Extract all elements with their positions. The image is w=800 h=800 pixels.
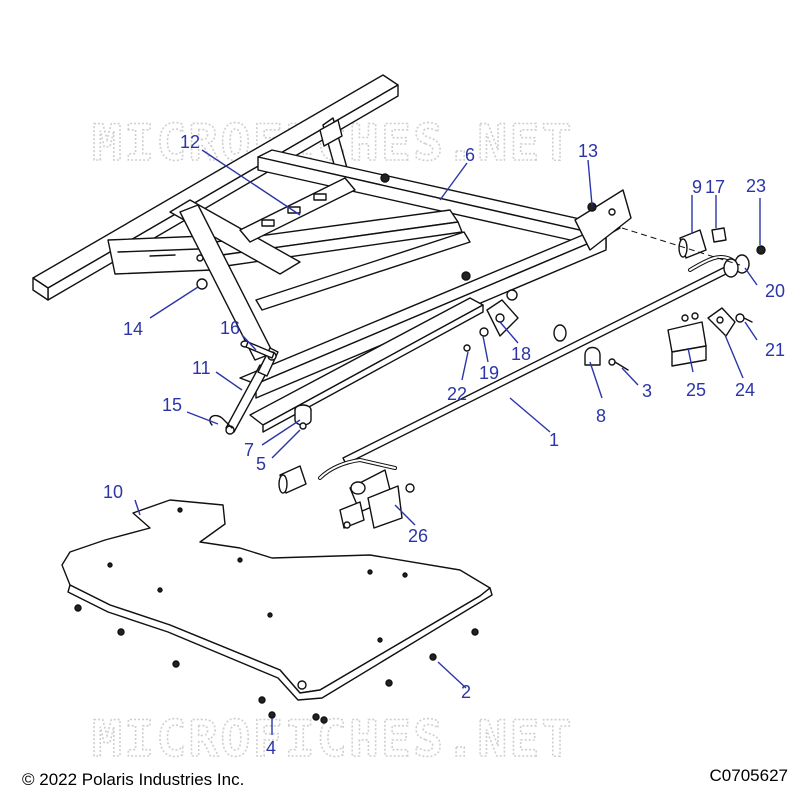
mount-bracket <box>667 312 707 367</box>
callout-18: 18 <box>511 344 531 364</box>
rod-end-grommet-right <box>678 229 707 259</box>
callout-10: 10 <box>103 482 123 502</box>
bolt-22 <box>463 344 471 352</box>
rod-end-grommet-left <box>278 465 307 494</box>
frame-nut-2 <box>461 271 471 281</box>
drawing-code: C0705627 <box>709 766 788 785</box>
callout-16: 16 <box>220 318 240 338</box>
skid-plate-screws <box>74 604 479 724</box>
callout-4: 4 <box>266 738 276 758</box>
screw-5 <box>299 422 307 430</box>
callout-15: 15 <box>162 395 182 415</box>
callout-8: 8 <box>596 406 606 426</box>
callout-7: 7 <box>244 440 254 460</box>
callout-3: 3 <box>642 381 652 401</box>
exploded-view-line <box>621 227 741 266</box>
callout-5: 5 <box>256 454 266 474</box>
callout-22: 22 <box>447 384 467 404</box>
rod-clamp <box>553 324 601 366</box>
callout-6: 6 <box>465 145 475 165</box>
hairpin-clip <box>209 414 233 429</box>
callout-13: 13 <box>578 141 598 161</box>
callout-26: 26 <box>408 526 428 546</box>
callout-24: 24 <box>735 380 755 400</box>
retaining-clip <box>711 227 727 243</box>
watermark-bottom: MICROFICHES.NET <box>92 710 574 768</box>
callout-20: 20 <box>765 281 785 301</box>
frame-nut <box>380 173 390 183</box>
link-bracket <box>707 307 736 337</box>
copyright-notice: © 2022 Polaris Industries Inc. <box>22 770 245 789</box>
callout-numbers: 1 2 3 4 5 6 7 8 9 10 11 12 13 14 15 16 1… <box>103 132 785 758</box>
callout-12: 12 <box>180 132 200 152</box>
lower-long-tube <box>255 231 471 311</box>
pivot-bracket <box>486 289 519 337</box>
callout-14: 14 <box>123 319 143 339</box>
callout-2: 2 <box>461 682 471 702</box>
callout-25: 25 <box>686 380 706 400</box>
leader-lines <box>134 149 761 735</box>
linkage-assembly <box>339 469 415 529</box>
callout-11: 11 <box>192 358 211 378</box>
callout-1: 1 <box>549 430 559 450</box>
slotted-cross-member <box>239 177 356 243</box>
grommet-14 <box>196 278 208 290</box>
callout-23: 23 <box>746 176 766 196</box>
callout-9: 9 <box>692 177 702 197</box>
bolt-3 <box>608 358 629 371</box>
rod-front-end <box>318 458 397 480</box>
callout-19: 19 <box>479 363 499 383</box>
bolt-21 <box>735 313 753 323</box>
washer <box>479 327 489 337</box>
callout-17: 17 <box>705 177 725 197</box>
flange-nut <box>756 245 766 255</box>
rail-mount-plate <box>107 235 213 275</box>
rail-upright-bracket <box>319 117 348 176</box>
rail-right-end <box>574 189 632 251</box>
skid-plate <box>61 499 493 701</box>
callout-21: 21 <box>765 340 785 360</box>
front-beam-plate <box>249 297 484 433</box>
